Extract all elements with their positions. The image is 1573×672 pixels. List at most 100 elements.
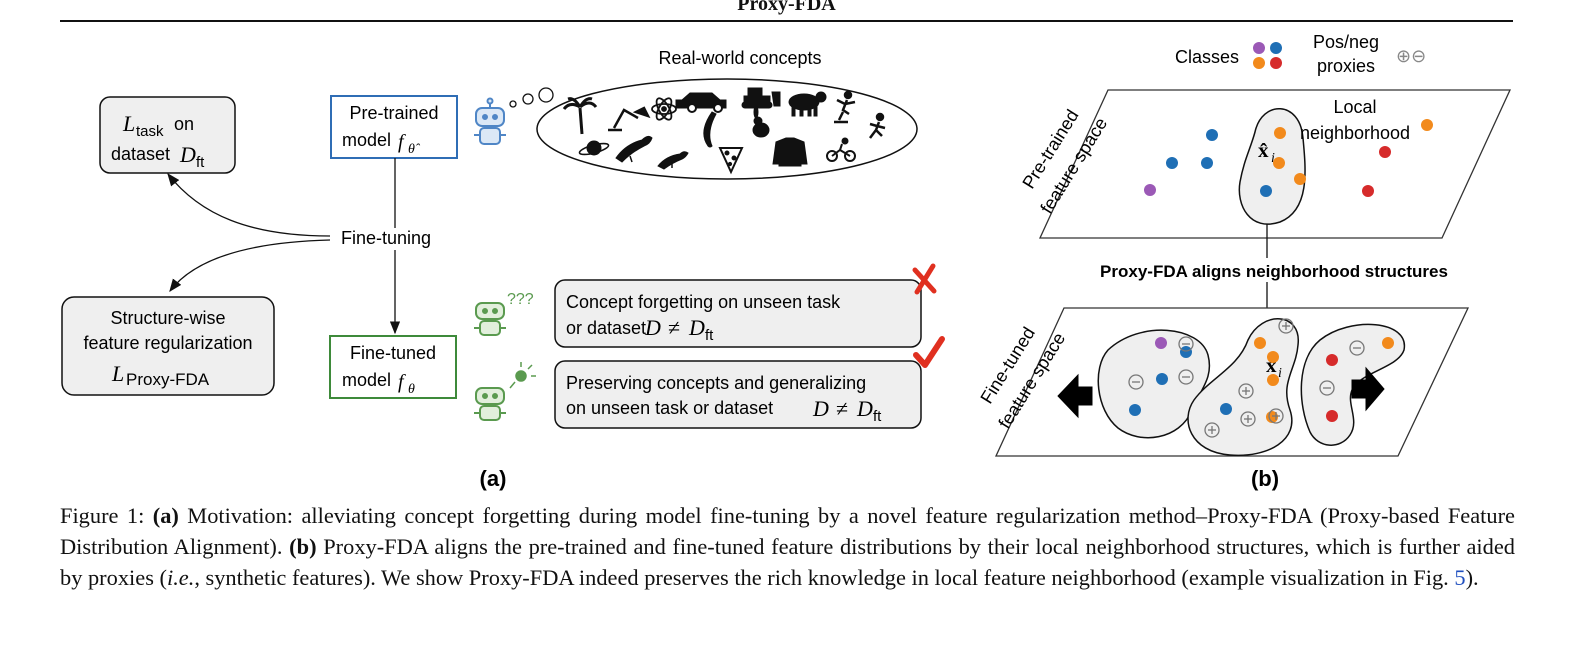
svg-text:task: task <box>136 123 164 140</box>
svg-text:f: f <box>398 131 406 153</box>
local-neighborhood-blob <box>1238 108 1306 225</box>
check-mark-icon <box>913 336 945 368</box>
page-title: Proxy-FDA <box>737 0 836 15</box>
caption-ie: i.e. <box>166 565 195 590</box>
caption-part2: Proxy-FDA aligns the pre-trained and fin… <box>60 534 1515 590</box>
concepts-ellipse <box>536 78 918 180</box>
svg-text:ft: ft <box>705 327 714 344</box>
panel-b-label: (b) <box>1251 466 1279 491</box>
pizza-slice-icon <box>718 147 744 175</box>
caption-part1: Motivation: alleviating concept forgetti… <box>60 503 1515 559</box>
bulldozer-icon <box>741 87 781 109</box>
question-marks: ??? <box>507 291 534 308</box>
caption-part3: , synthetic features). We show Proxy-FDA… <box>194 565 1449 590</box>
negative-proxy-icon <box>1178 336 1194 352</box>
caption-a-label: (a) <box>152 503 179 528</box>
svg-text:f: f <box>398 371 406 393</box>
svg-text:x̂: x̂ <box>1258 138 1269 162</box>
figure-caption: Figure 1: (a) Motivation: alleviating co… <box>60 500 1515 593</box>
bird-icon <box>657 151 689 170</box>
cow-icon <box>788 91 827 117</box>
legend-proxies-line1: Pos/neg <box>1313 32 1379 52</box>
preserving-box: Preserving concepts and generalizing on … <box>554 360 922 429</box>
xhat-i-label: x̂ i <box>1258 138 1275 166</box>
svg-text:D: D <box>644 315 661 340</box>
banana-icon <box>703 111 717 148</box>
structure-reg-line2: feature regularization <box>83 333 252 353</box>
legend-class-dots <box>1253 42 1282 69</box>
figure-1: L task on dataset D ft Fine-tuning Struc… <box>61 32 1512 491</box>
negative-proxy-icon <box>1128 374 1144 390</box>
panel-b: Classes Pos/neg proxies ⊕⊖ Pre-trained f… <box>976 32 1512 491</box>
push-right-arrow <box>1351 366 1385 412</box>
caption-part4: ). <box>1465 565 1479 590</box>
positive-proxy-icon <box>1278 318 1294 334</box>
proxy-symbols <box>1128 318 1365 438</box>
caption-prefix: Figure 1: <box>60 503 145 528</box>
svg-text:≠: ≠ <box>668 315 680 340</box>
local-neighborhood-line2: neighborhood <box>1300 123 1410 143</box>
svg-text:Proxy-FDA: Proxy-FDA <box>126 370 210 389</box>
legend-classes: Classes <box>1175 47 1239 67</box>
forgetting-box: Concept forgetting on unseen task or dat… <box>554 279 922 348</box>
finetuned-line2: model <box>342 370 391 390</box>
svg-text:D: D <box>179 142 196 167</box>
finetuned-line1: Fine-tuned <box>350 343 436 363</box>
finetuned-model-box: Fine-tuned model f θ <box>329 335 457 399</box>
svg-text:≠: ≠ <box>836 396 848 421</box>
preserving-line1: Preserving concepts and generalizing <box>566 373 866 393</box>
thought-bubbles <box>509 87 554 108</box>
desk-lamp-icon <box>608 106 651 132</box>
negative-proxy-icon <box>1178 369 1194 385</box>
concepts-title: Real-world concepts <box>658 48 821 68</box>
palm-tree-icon <box>562 97 598 135</box>
svg-text:i: i <box>1278 366 1282 381</box>
forgetting-line1: Concept forgetting on unseen task <box>566 292 841 312</box>
rabbit-icon <box>752 105 770 138</box>
caption-b-label: (b) <box>289 534 317 559</box>
cross-mark-icon <box>912 263 937 295</box>
bird-icon <box>615 135 653 163</box>
task-loss-dataset: dataset <box>111 144 170 164</box>
header-rule <box>60 20 1513 22</box>
preserving-line2: on unseen task or dataset <box>566 398 773 418</box>
cyclist-icon <box>826 137 856 162</box>
panel-a: L task on dataset D ft Fine-tuning Struc… <box>61 48 945 491</box>
arrow-to-task-loss <box>167 172 331 237</box>
lightbulb-icon <box>509 362 536 389</box>
svg-text:θ: θ <box>408 382 415 397</box>
pretrained-line2: model <box>342 130 391 150</box>
forgetting-line2: or dataset <box>566 318 646 338</box>
structure-reg-line1: Structure-wise <box>110 308 225 328</box>
arrow-to-structure-reg <box>169 239 331 293</box>
svg-text:D: D <box>856 396 873 421</box>
positive-proxy-icon <box>1204 422 1220 438</box>
svg-text:i: i <box>1271 151 1275 166</box>
concept-icons <box>562 87 886 175</box>
task-loss-on: on <box>174 114 194 134</box>
robot-icon <box>474 97 506 145</box>
atom-icon <box>651 97 677 121</box>
figure-reference-link[interactable]: 5 <box>1454 565 1466 590</box>
robot-confused-icon <box>474 302 506 336</box>
structure-reg-box: Structure-wise feature regularization L … <box>61 296 275 396</box>
sweater-icon <box>772 137 808 167</box>
svg-text:ft: ft <box>873 408 882 425</box>
svg-text:x: x <box>1266 353 1277 377</box>
positive-proxy-icon <box>1240 411 1256 427</box>
pretrained-points <box>1144 119 1433 197</box>
aligns-label: Proxy-FDA aligns neighborhood structures <box>1100 262 1448 281</box>
positive-proxy-icon <box>1268 408 1284 424</box>
svg-text:D: D <box>812 396 829 421</box>
positive-proxy-icon <box>1238 383 1254 399</box>
svg-text:ft: ft <box>196 154 205 171</box>
car-icon <box>675 92 727 113</box>
legend-proxy-symbols: ⊕⊖ <box>1396 46 1426 66</box>
svg-text:L: L <box>111 361 124 386</box>
robot-idea-icon <box>474 387 506 421</box>
legend-proxies-line2: proxies <box>1317 56 1375 76</box>
panel-a-label: (a) <box>480 466 507 491</box>
pretrained-line1: Pre-trained <box>349 103 438 123</box>
pretrained-model-box: Pre-trained model f θ̂ <box>330 95 458 159</box>
skater-icon <box>834 90 856 124</box>
